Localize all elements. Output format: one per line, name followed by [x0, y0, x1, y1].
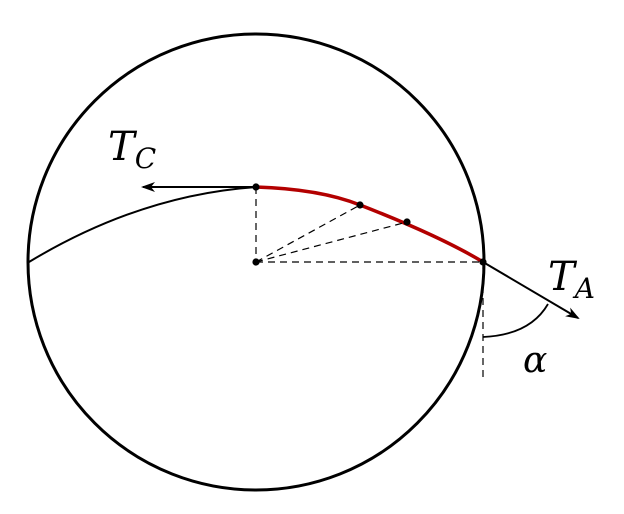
angle-arc: [482, 303, 549, 338]
label-angle-alpha: α: [523, 340, 547, 381]
top-point: [252, 183, 260, 191]
label-tension-c: TC: [108, 124, 156, 175]
mid-point-2: [403, 218, 411, 226]
mid-point-1: [356, 201, 364, 209]
right-point: [479, 258, 487, 266]
red-arc: [255, 185, 484, 264]
black-curve: [28, 186, 257, 263]
tension-a-arrow: [482, 261, 580, 320]
dashed-ray-1: [255, 204, 361, 263]
label-tension-a: TA: [548, 254, 595, 305]
dashed-ray-2: [255, 221, 408, 263]
center-point: [252, 258, 260, 266]
